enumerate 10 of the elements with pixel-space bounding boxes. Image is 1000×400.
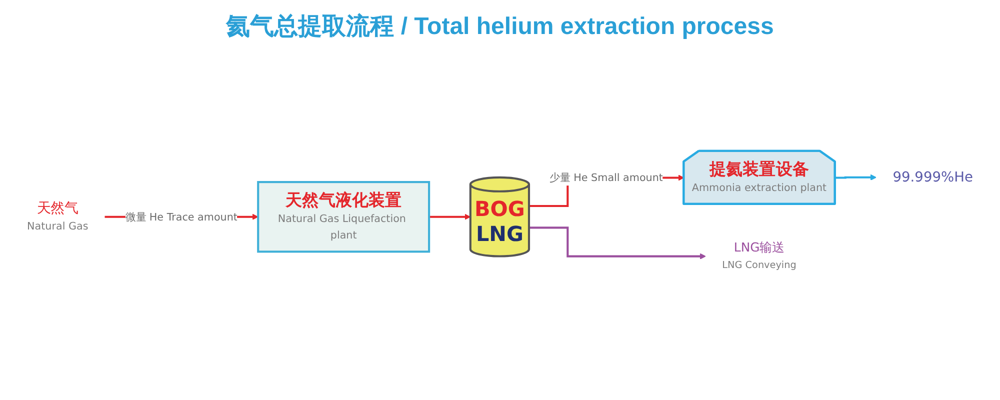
node-text: LNG输送 LNG Conveying: [722, 240, 796, 271]
arrow: [529, 226, 706, 260]
node-box: 天然气液化装置 Natural Gas Liquefaction plant: [257, 181, 430, 253]
node-text: 天然气 Natural Gas: [27, 200, 88, 232]
node-text: 99.999%He: [892, 168, 973, 185]
edge-label: 少量 He Small amount: [550, 171, 663, 184]
diagram-title: 氦气总提取流程 / Total helium extraction process: [226, 12, 774, 42]
arrow: [429, 214, 471, 220]
edge-label: 微量 He Trace amount: [125, 210, 238, 224]
arrow: [835, 174, 876, 180]
